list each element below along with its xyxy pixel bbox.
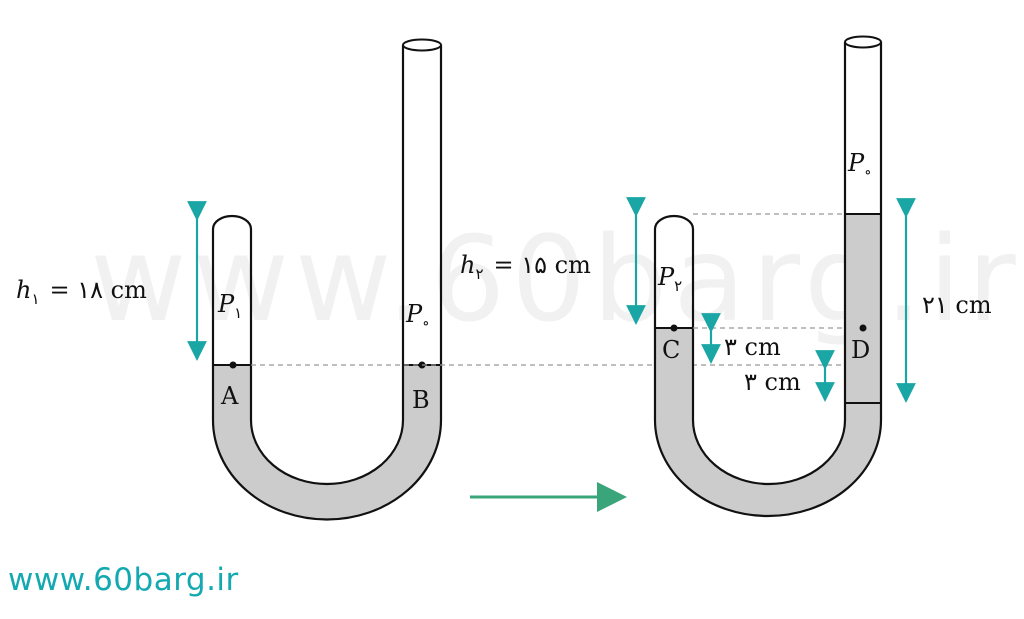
point-c-dot bbox=[670, 324, 678, 332]
right-tube-inner-outline bbox=[691, 42, 847, 486]
right-tube-outline bbox=[653, 42, 883, 518]
point-a-label: A bbox=[220, 382, 239, 410]
left-tube-open-mouth bbox=[402, 38, 442, 52]
point-c-label: C bbox=[662, 336, 680, 364]
p1-label: P۱ bbox=[217, 290, 242, 322]
site-url-text: www.60barg.ir bbox=[8, 562, 239, 598]
d-3cm-label: ۳ cm bbox=[744, 368, 801, 396]
right-tube-fluid bbox=[655, 214, 881, 516]
point-d-label: D bbox=[851, 336, 870, 364]
p2-label: P۲ bbox=[657, 263, 682, 295]
left-tube-outer-wall bbox=[211, 214, 253, 230]
right-tube-closed-top bbox=[653, 214, 695, 230]
right-p0-label: P∘ bbox=[847, 149, 872, 181]
right-u-tube bbox=[653, 35, 883, 518]
21cm-label: ۲۱ cm bbox=[922, 291, 992, 319]
point-d-dot bbox=[859, 324, 867, 332]
point-a-dot bbox=[229, 361, 237, 369]
left-tube-outline bbox=[211, 45, 443, 521]
left-tube-fluid bbox=[213, 365, 441, 520]
h1-label: h۱= ۱۸ cm bbox=[16, 276, 147, 308]
c-3cm-label: ۳ cm bbox=[724, 333, 781, 361]
left-tube-inner-outline bbox=[249, 45, 405, 486]
point-b-label: B bbox=[412, 386, 430, 414]
left-p0-label: P∘ bbox=[405, 300, 430, 332]
h2-label: h۲= ۱۵ cm bbox=[460, 251, 591, 283]
right-tube-open-mouth bbox=[844, 35, 882, 49]
